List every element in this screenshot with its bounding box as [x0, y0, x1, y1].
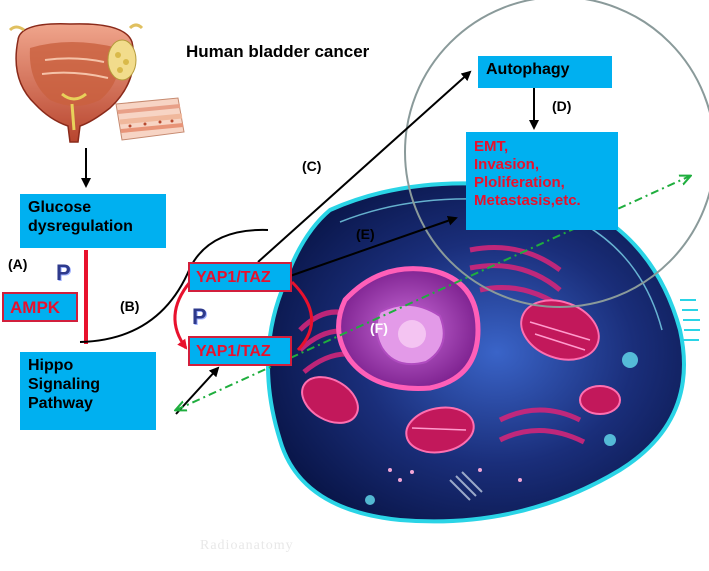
emt-line-2: Invasion,: [474, 156, 540, 173]
hippo-node: Hippo Signaling Pathway: [20, 352, 156, 430]
edge-label-f: (F): [370, 320, 388, 336]
bladder-illustration: [8, 23, 144, 143]
yap-taz-node-top: YAP1/TAZ: [188, 262, 292, 292]
autophagy-node: Autophagy: [478, 56, 612, 88]
red-cycle-left: [173, 281, 192, 350]
arrow-yap-to-autophagy: [257, 70, 472, 263]
glucose-node: Glucose dysregulation: [20, 194, 166, 248]
emt-line-1: EMT,: [474, 138, 509, 155]
edge-label-e: (E): [356, 226, 375, 242]
phospho-p-yap: P: [192, 304, 207, 329]
arrow-yap-to-emt: [289, 215, 458, 277]
watermark: Radioanatomy: [200, 538, 294, 553]
yap-taz-node-bottom: YAP1/TAZ: [188, 336, 292, 366]
curve-hippo-to-yap: [79, 228, 269, 343]
edge-label-c: (C): [302, 158, 322, 174]
emt-line-3: Ploliferation,: [474, 174, 565, 191]
bladder-wall-section: [115, 97, 185, 141]
edge-label-a: (A): [8, 256, 28, 272]
edge-label-b: (B): [120, 298, 140, 314]
diagram-title: Human bladder cancer: [186, 42, 370, 61]
emt-line-4: Metastasis,etc.: [474, 192, 581, 209]
emt-node: EMT, Invasion, Ploliferation, Metastasis…: [466, 132, 618, 230]
cell-illustration: [266, 181, 700, 524]
focus-circle: [404, 0, 709, 308]
phospho-p-ampk: P: [56, 260, 71, 285]
ampk-node: AMPK: [2, 292, 78, 322]
edge-label-d: (D): [552, 98, 572, 114]
red-cycle-right: [290, 280, 313, 352]
